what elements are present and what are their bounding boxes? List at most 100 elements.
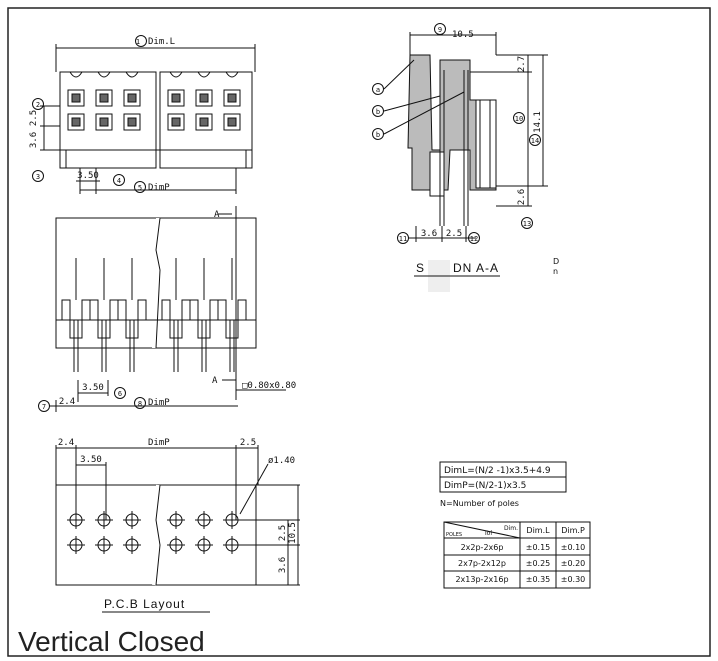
pin-housing [117, 299, 147, 339]
leader-b2: b [376, 131, 380, 139]
pcb-pitch-y: 2.5 [278, 525, 288, 541]
side-height-total: 14.1 [533, 111, 543, 133]
callout-7: 7 [42, 403, 46, 411]
leader-a: a [376, 86, 380, 94]
side-section-labels: 10.5 9 2.7 10 14.1 14 2.6 13 3.6 2.5 11 … [376, 26, 559, 292]
side-height-body: 10 [515, 115, 523, 123]
pitch-y-b-label: 3.6 [29, 132, 39, 148]
table-corner-left: POLES [446, 532, 462, 538]
section-label-suffix: DN A-A [453, 261, 499, 275]
table-corner-top: Dim. [504, 525, 518, 532]
pin-cell [167, 113, 185, 131]
pin-square [227, 117, 237, 127]
pin-square [71, 93, 81, 103]
pin-cell [67, 113, 85, 131]
table-cell: ±0.20 [561, 559, 586, 568]
side-tail: 2.6 [517, 189, 527, 205]
table-cell: ±0.30 [561, 575, 586, 584]
table-cell: ±0.25 [526, 559, 551, 568]
front-view [38, 206, 286, 412]
note-fragment-2: n [553, 267, 558, 276]
pin-housing [61, 299, 91, 339]
pcb-height: 10.5 [288, 522, 298, 544]
table-cell: ±0.10 [561, 543, 586, 552]
formula-line-3: N=Number of poles [440, 499, 519, 508]
table-cell: 2x2p-2x6p [461, 543, 504, 552]
frame [7, 7, 711, 657]
callout-5: 5 [138, 184, 142, 192]
pin-cell [95, 113, 113, 131]
pin-housing [161, 299, 191, 339]
tolerance-table-text: Dim. POLES Tol Dim.L Dim.P 2x2p-2x6p ±0.… [446, 525, 585, 584]
pin-square [171, 93, 181, 103]
pcb-labels: 2.4 DimP 2.5 3.50 ø1.40 2.5 10.5 3.6 P.C… [58, 438, 298, 611]
pcb-hole-label: ø1.40 [268, 456, 295, 466]
pin-cell [167, 89, 185, 107]
pin-cell [123, 113, 141, 131]
pcb-holes [67, 511, 241, 554]
dim-p-label: DimP [148, 183, 170, 193]
pin-square [99, 117, 109, 127]
side-height-top: 2.7 [517, 56, 527, 72]
side-bottom-b: 2.5 [446, 229, 462, 239]
front-dim-p-label: DimP [148, 398, 170, 408]
pin-housing [89, 299, 119, 339]
callout-1: 1 [136, 38, 140, 46]
note-fragment-1: D [553, 257, 559, 266]
front-offset-label: 2.4 [59, 397, 75, 407]
callout-13: 13 [523, 220, 531, 228]
formula-box: DimL=(N/2 -1)x3.5+4.9 DimP=(N/2-1)x3.5 N… [439, 461, 567, 508]
callout-2: 2 [36, 101, 40, 109]
pcb-bottom: 3.6 [278, 557, 288, 573]
pin-square [127, 93, 137, 103]
callout-9: 9 [438, 26, 442, 34]
top-view-pin-cells [67, 89, 241, 131]
caption: Vertical Closed [18, 626, 205, 657]
table-cell: 2x7p-2x12p [458, 559, 506, 568]
pin-cell [67, 89, 85, 107]
table-corner-mid: Tol [483, 530, 492, 537]
front-pitch-label: 3.50 [82, 383, 104, 393]
side-bottom-a: 3.6 [421, 229, 437, 239]
pin-cell [195, 89, 213, 107]
pin-square [199, 93, 209, 103]
table-cell: 2x13p-2x16p [455, 575, 508, 584]
top-view-labels: Dim.L 1 2 3 4 5 3.50 2.5 3.6 DimP [29, 37, 175, 193]
pin-housing [189, 299, 219, 339]
pin-square [99, 93, 109, 103]
pin-square [127, 117, 137, 127]
top-view [32, 35, 256, 194]
callout-12: 12 [470, 235, 478, 243]
side-section-view [372, 23, 548, 244]
pin-housing [217, 299, 247, 339]
pcb-dim-p: DimP [148, 438, 170, 448]
section-label-prefix: S [416, 261, 425, 275]
callout-4: 4 [117, 177, 121, 185]
pin-cell [223, 113, 241, 131]
callout-8: 8 [138, 400, 142, 408]
leader-b1: b [376, 108, 380, 116]
front-view-labels: A A □0.80x0.80 3.50 2.4 DimP 6 7 8 [42, 210, 296, 411]
pcb-offset-left: 2.4 [58, 438, 74, 448]
pin-square [227, 93, 237, 103]
pcb-pitch-x: 3.50 [80, 455, 102, 465]
callout-14: 14 [531, 137, 539, 145]
pin-size-label: □0.80x0.80 [242, 381, 296, 391]
pin-cell [195, 113, 213, 131]
formula-line-1: DimL=(N/2 -1)x3.5+4.9 [444, 466, 551, 476]
pin-cell [95, 89, 113, 107]
tolerance-table [443, 521, 591, 589]
pin-square [71, 117, 81, 127]
pitch-y-a-label: 2.5 [29, 110, 39, 126]
pcb-view [55, 445, 300, 586]
table-cell: ±0.35 [526, 575, 551, 584]
dim-l-label: Dim.L [148, 37, 175, 47]
pin-cell [123, 89, 141, 107]
table-header-dimp: Dim.P [561, 526, 585, 535]
section-mark-top: A [214, 210, 220, 220]
table-header-diml: Dim.L [526, 526, 550, 535]
section-mark-bottom: A [212, 376, 218, 386]
callout-11: 11 [399, 235, 407, 243]
